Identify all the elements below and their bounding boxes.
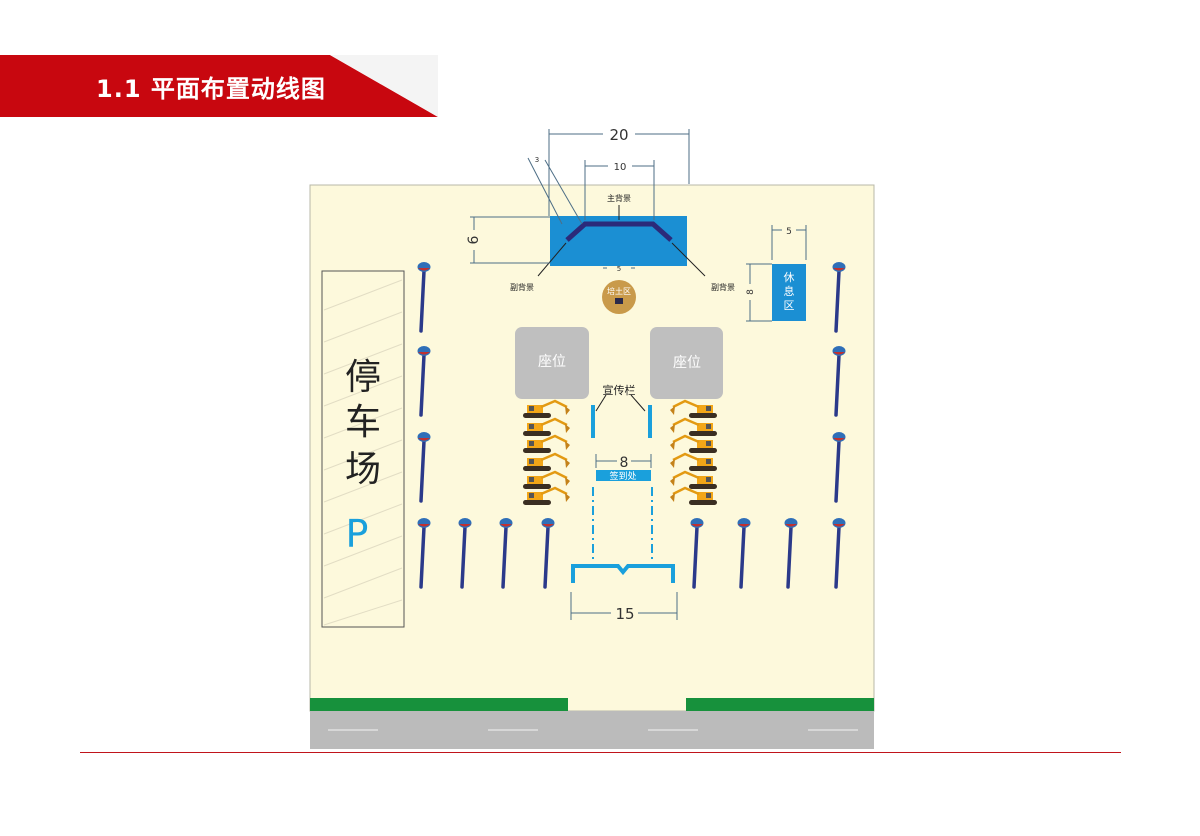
flag-pole bbox=[784, 518, 798, 589]
flag-pole bbox=[499, 518, 513, 589]
flag-pole bbox=[832, 518, 846, 589]
excavator-icon bbox=[670, 417, 717, 436]
dim-entrance-width-label: 15 bbox=[615, 605, 634, 623]
excavator-icon bbox=[523, 434, 570, 453]
lounge-area bbox=[772, 264, 806, 321]
header-banner bbox=[0, 55, 438, 117]
bulletin-board-left bbox=[591, 405, 595, 438]
flag-pole bbox=[737, 518, 751, 589]
dim-lounge-width bbox=[771, 225, 807, 260]
road bbox=[310, 711, 874, 749]
excavator-icon bbox=[670, 399, 717, 418]
parking-p-icon: P bbox=[346, 512, 369, 556]
dim-side-offset bbox=[527, 157, 583, 225]
dim-backdrop-width bbox=[584, 160, 655, 220]
excavator-group-right bbox=[670, 399, 717, 505]
flag-pole bbox=[832, 262, 846, 333]
dim-signin-width bbox=[595, 454, 652, 468]
dim-side-offset-label: 3 bbox=[535, 156, 539, 164]
flag-pole bbox=[690, 518, 704, 589]
parking-label-char-1: 停 bbox=[345, 357, 381, 398]
excavator-icon bbox=[670, 434, 717, 453]
dim-entrance-width bbox=[570, 592, 678, 620]
bulletin-pointer-left bbox=[595, 394, 607, 412]
dim-backdrop-width-label: 10 bbox=[614, 162, 627, 173]
flag-pole bbox=[417, 262, 431, 333]
earth-area-marker bbox=[615, 298, 623, 304]
seating-block-left bbox=[515, 327, 589, 399]
excavator-icon bbox=[670, 452, 717, 471]
entrance-gate bbox=[571, 564, 675, 583]
dim-overall-width-label: 20 bbox=[609, 126, 628, 144]
dim-lounge-depth-label: 8 bbox=[746, 289, 756, 295]
dim-signin-width-label: 8 bbox=[620, 455, 629, 471]
parking-label-char-2: 车 bbox=[345, 402, 381, 443]
flag-pole bbox=[417, 518, 431, 589]
backdrop-shape bbox=[565, 221, 673, 242]
floor-plan-drawing: 停 车 场 P 主背景 副背景 副背景 20 10 3 6 bbox=[309, 126, 875, 749]
signin-label: 签到处 bbox=[609, 470, 636, 482]
earth-area bbox=[602, 280, 636, 314]
seating-right-label: 座位 bbox=[673, 355, 701, 371]
excavator-group-left bbox=[523, 399, 570, 505]
flag-pole bbox=[541, 518, 555, 589]
parking-area bbox=[321, 270, 405, 628]
footer-divider bbox=[80, 752, 1121, 753]
seating-block-right bbox=[650, 327, 723, 399]
flag-group bbox=[417, 262, 846, 589]
side-backdrop-right-label: 副背景 bbox=[711, 282, 735, 292]
earth-area-label: 培土区 bbox=[607, 286, 631, 296]
flag-pole bbox=[417, 346, 431, 417]
excavator-icon bbox=[523, 399, 570, 418]
green-verge-right bbox=[686, 698, 874, 711]
excavator-icon bbox=[523, 470, 570, 489]
lounge-label-char-2: 息 bbox=[784, 284, 795, 298]
excavator-icon bbox=[670, 470, 717, 489]
side-backdrop-left-label: 副背景 bbox=[510, 282, 534, 292]
side-backdrop-left-pointer bbox=[537, 242, 567, 277]
flag-pole bbox=[832, 432, 846, 503]
lounge-label-char-3: 区 bbox=[784, 299, 795, 312]
parking-label-char-3: 场 bbox=[345, 449, 381, 490]
green-verge-left bbox=[310, 698, 568, 711]
section-title: 1.1 平面布置动线图 bbox=[96, 75, 326, 103]
excavator-icon bbox=[523, 452, 570, 471]
flag-pole bbox=[832, 346, 846, 417]
excavator-icon bbox=[670, 486, 717, 505]
dim-backdrop-depth bbox=[470, 216, 550, 264]
dim-lounge-depth bbox=[746, 263, 772, 322]
floor-plan: 停 车 场 P 主背景 副背景 副背景 20 10 3 6 bbox=[300, 120, 890, 754]
seating-left-label: 座位 bbox=[538, 354, 566, 370]
dim-lounge-width-label: 5 bbox=[786, 227, 792, 237]
flag-pole bbox=[458, 518, 472, 589]
flag-pole bbox=[417, 432, 431, 503]
side-backdrop-right-pointer bbox=[671, 242, 706, 277]
dim-overall-width bbox=[548, 129, 690, 216]
section-header: 1.1 平面布置动线图 bbox=[0, 55, 440, 119]
lounge-label-char-1: 休 bbox=[784, 271, 795, 284]
excavator-icon bbox=[523, 486, 570, 505]
bulletin-board-right bbox=[648, 405, 652, 438]
bulletin-pointer-right bbox=[630, 394, 646, 412]
main-backdrop-label: 主背景 bbox=[607, 193, 631, 203]
dim-backdrop-depth-label: 6 bbox=[466, 235, 482, 244]
dim-earth-span-label: 5 bbox=[617, 265, 621, 273]
signin-desk bbox=[596, 470, 651, 481]
excavator-icon bbox=[523, 417, 570, 436]
bulletin-label: 宣传栏 bbox=[603, 383, 636, 397]
guide-path bbox=[592, 487, 653, 562]
